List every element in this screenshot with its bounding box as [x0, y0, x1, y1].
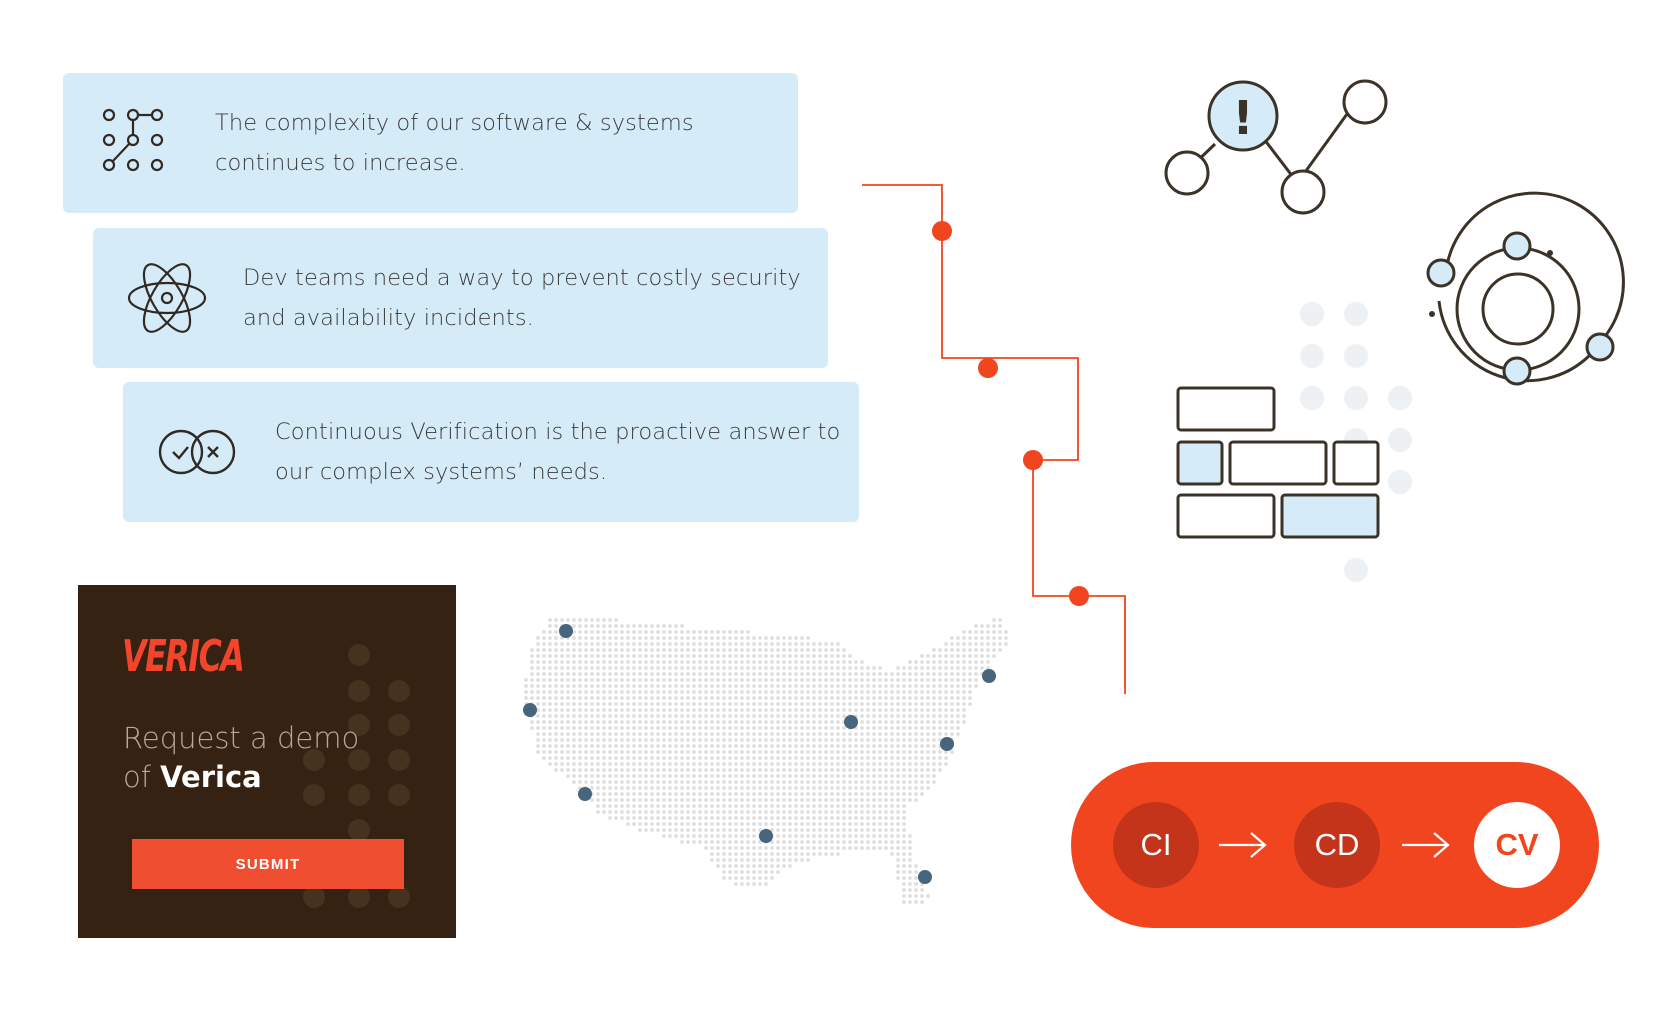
- network-nodes-icon: [102, 108, 164, 172]
- brick-blocks-icon: [1176, 386, 1380, 539]
- map-pin: [559, 624, 573, 638]
- map-pin: [982, 669, 996, 683]
- info-card-dev-teams: Dev teams need a way to prevent costly s…: [93, 228, 828, 368]
- timeline-dot: [1069, 586, 1089, 606]
- decorative-dot-grid: [303, 644, 410, 908]
- decorative-dot-grid: [1300, 302, 1412, 582]
- card-text-line-1: The complexity of our software & systems: [215, 110, 694, 136]
- info-card-complexity: The complexity of our software & systems…: [63, 73, 798, 213]
- ci-cd-cv-pipeline: CI CD CV: [1071, 762, 1599, 928]
- timeline-dot: [1023, 450, 1043, 470]
- map-pin: [940, 737, 954, 751]
- alert-glyph: !: [1233, 91, 1254, 145]
- demo-headline-prefix: of: [123, 760, 161, 794]
- verica-logo: VERICA: [122, 631, 245, 682]
- map-pin: [578, 787, 592, 801]
- card-text-line-2: our complex systems’ needs.: [275, 459, 608, 485]
- timeline-dot: [932, 221, 952, 241]
- alert-network-icon: !: [1164, 79, 1388, 215]
- stage-ci: CI: [1113, 802, 1199, 888]
- card-text-line-2: and availability incidents.: [243, 305, 534, 331]
- orbit-icon: [1426, 191, 1625, 386]
- map-pin: [844, 715, 858, 729]
- right-arrow-icon: [1219, 832, 1267, 858]
- map-pin: [918, 870, 932, 884]
- map-pin: [523, 703, 537, 717]
- map-pin: [759, 829, 773, 843]
- submit-button[interactable]: SUBMIT: [132, 839, 404, 889]
- demo-headline-brand: Verica: [160, 760, 262, 794]
- info-card-continuous-verification: Continuous Verification is the proactive…: [123, 382, 859, 522]
- demo-headline-line-1: Request a demo: [123, 721, 360, 755]
- us-dotted-map-icon: [523, 618, 1008, 904]
- stage-cd: CD: [1294, 802, 1380, 888]
- timeline-dot: [978, 358, 998, 378]
- card-text: Dev teams need a way to prevent costly s…: [243, 258, 801, 338]
- right-arrow-icon: [1402, 832, 1450, 858]
- card-text: The complexity of our software & systems…: [215, 103, 694, 183]
- stage-cv: CV: [1474, 802, 1560, 888]
- demo-headline-line-2: of Verica: [123, 758, 359, 797]
- demo-headline: Request a demo of Verica: [123, 719, 359, 797]
- card-text-line-1: Continuous Verification is the proactive…: [275, 419, 841, 445]
- check-x-circles-icon: [158, 429, 236, 475]
- card-text-line-1: Dev teams need a way to prevent costly s…: [243, 265, 801, 291]
- card-text-line-2: continues to increase.: [215, 150, 466, 176]
- request-demo-panel: VERICA Request a demo of Verica SUBMIT: [78, 585, 456, 938]
- atom-icon: [127, 263, 207, 333]
- card-text: Continuous Verification is the proactive…: [275, 412, 840, 492]
